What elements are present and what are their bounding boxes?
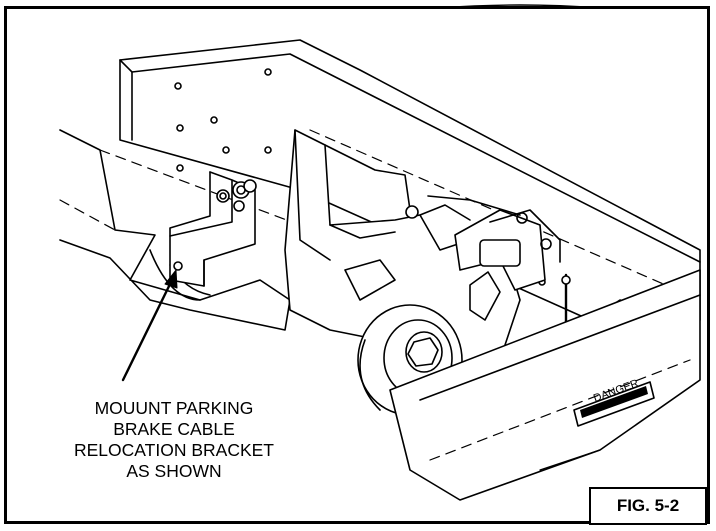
top-edge-detail	[439, 4, 601, 9]
lower-left-rail	[59, 129, 291, 331]
callout-line-4: AS SHOWN	[126, 461, 222, 481]
lower-beam	[389, 269, 701, 501]
callout-line-1: MOUUNT PARKING	[94, 398, 254, 418]
callout-line-3: RELOCATION BRACKET	[74, 440, 274, 460]
figure-label-text: FIG. 5-2	[616, 496, 680, 515]
callout-line-2: BRAKE CABLE	[113, 419, 235, 439]
center-hanger-bracket	[284, 129, 521, 366]
callout-arrow	[121, 269, 178, 382]
callout-text: MOUUNT PARKING BRAKE CABLE RELOCATION BR…	[44, 398, 304, 482]
relocation-bracket	[169, 171, 257, 287]
figure-label: FIG. 5-2	[589, 487, 707, 525]
